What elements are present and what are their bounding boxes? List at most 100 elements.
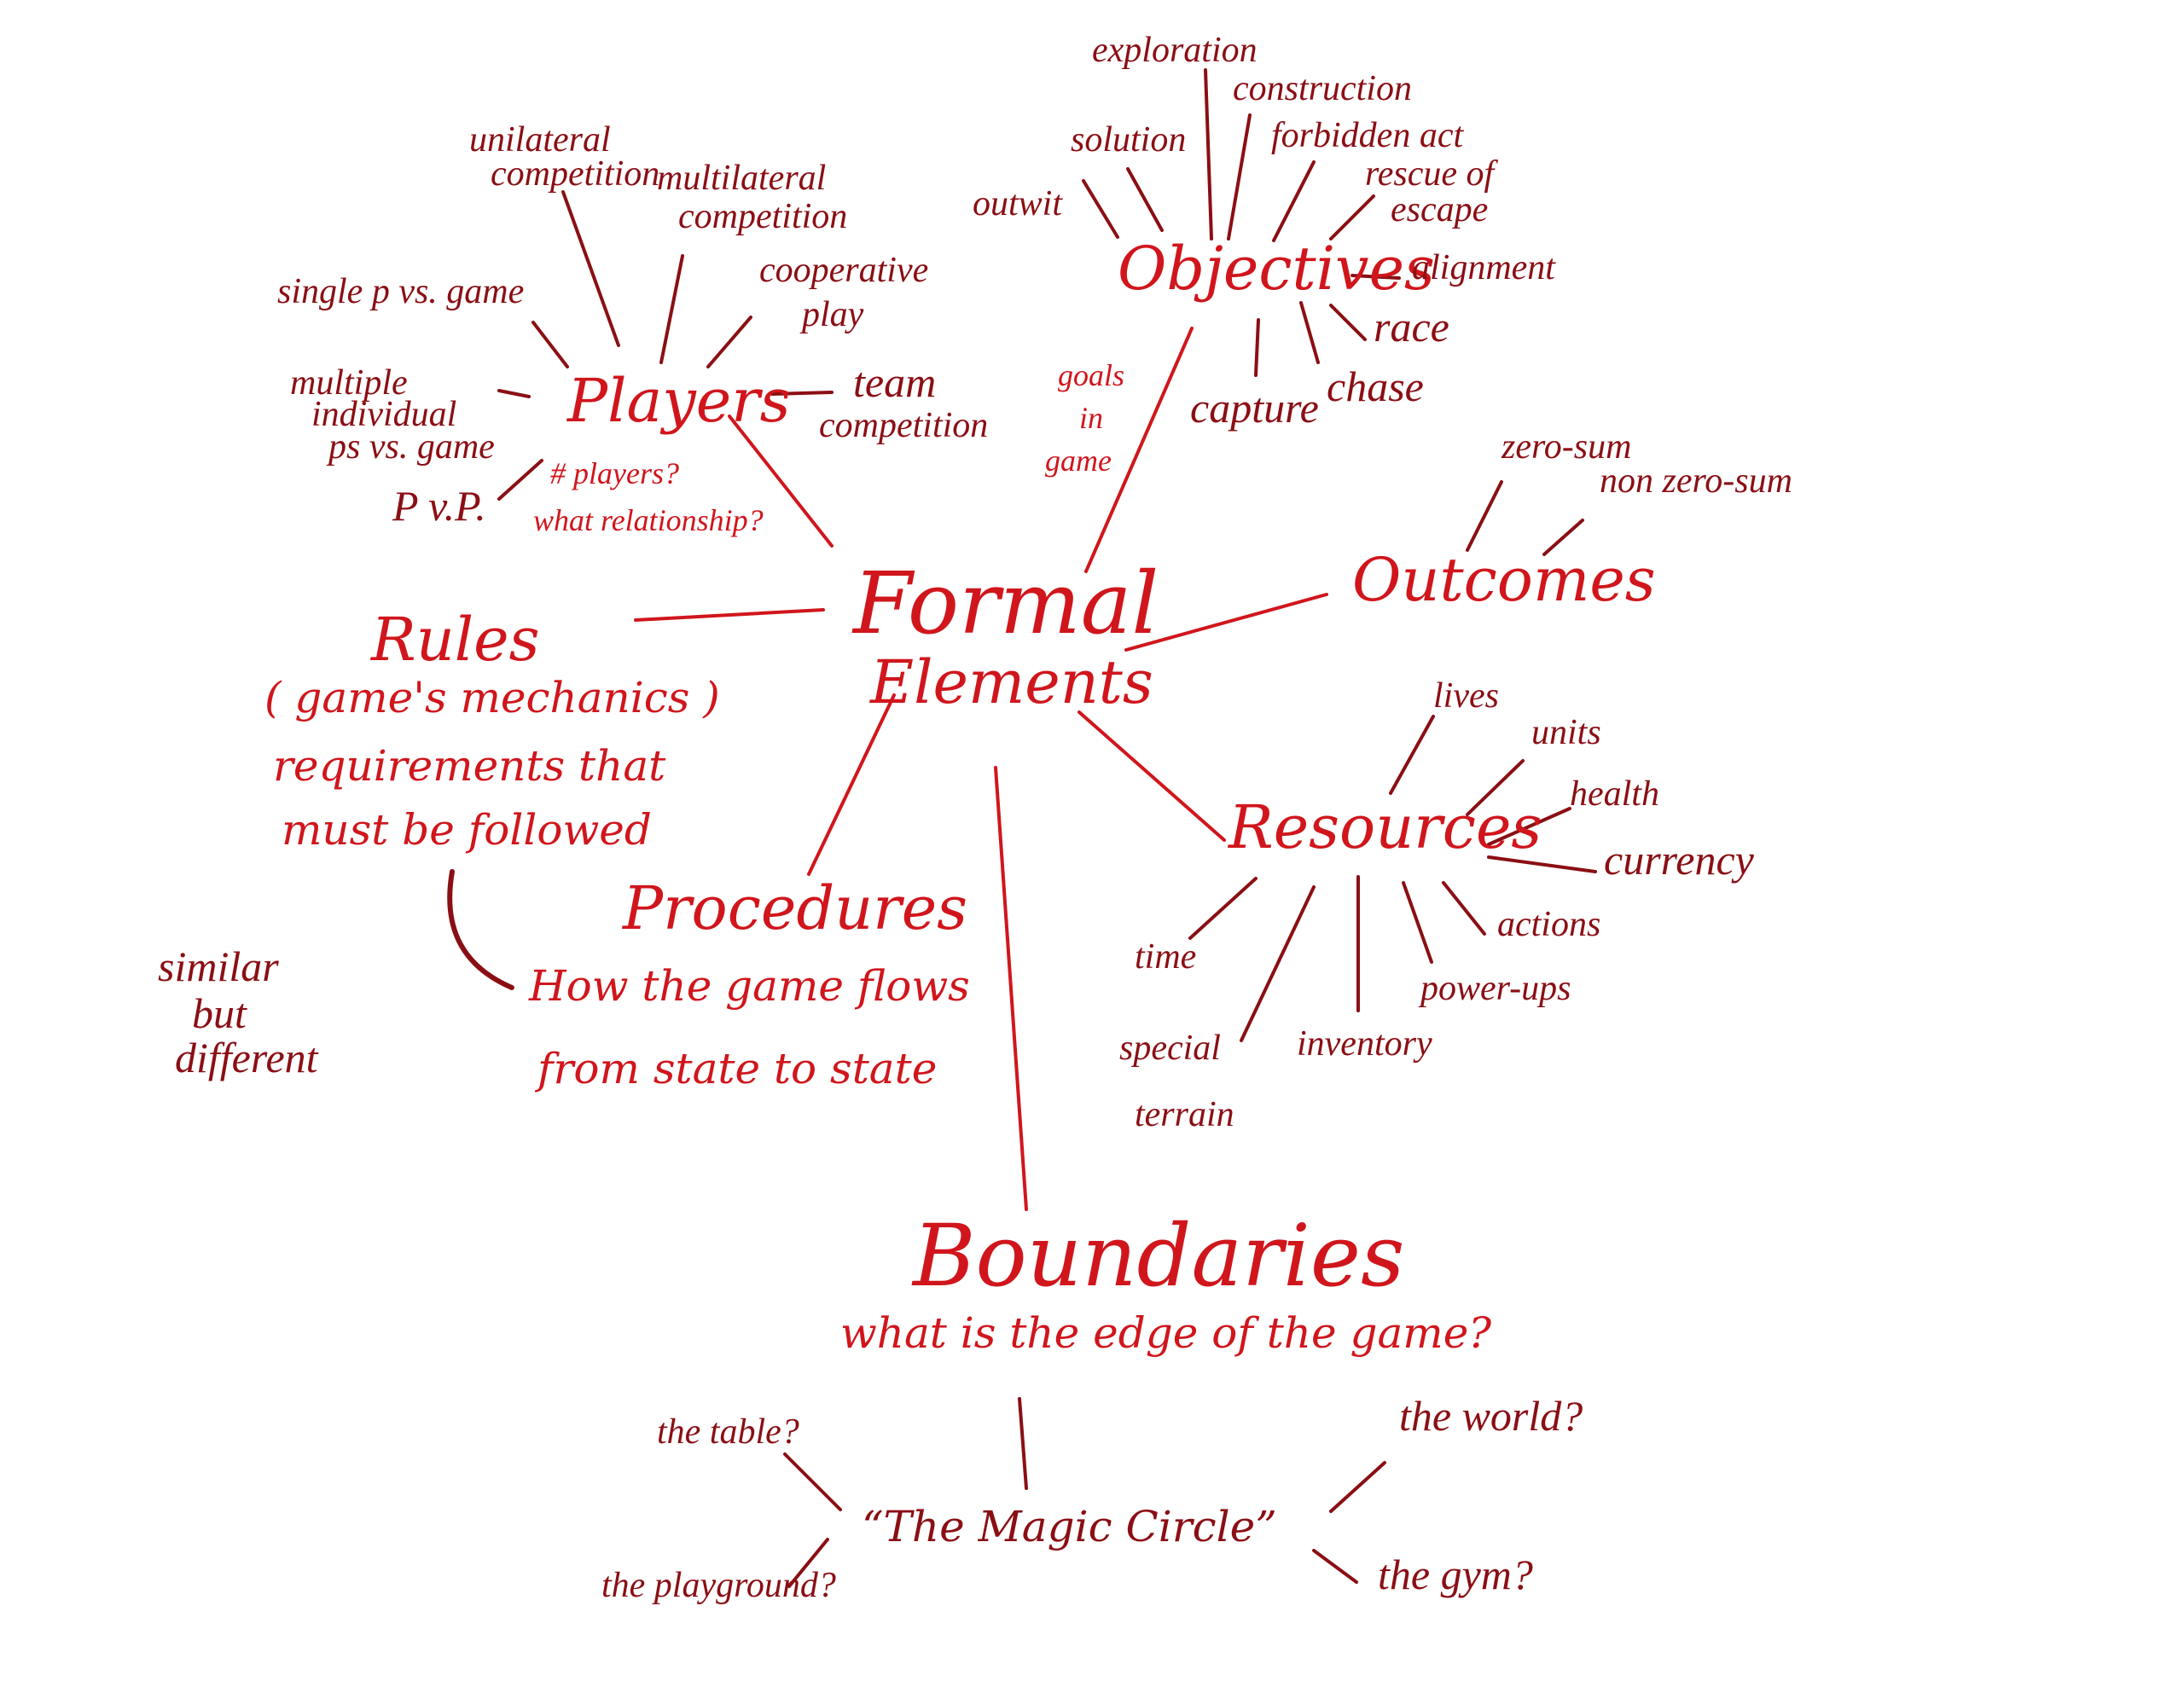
link-multiple xyxy=(497,389,531,398)
link-forbidden xyxy=(1272,160,1316,242)
link-magic xyxy=(1018,1397,1028,1490)
players-multiple-line2: individual xyxy=(311,395,457,434)
link-world xyxy=(1329,1461,1386,1513)
objectives-rescue-line1: rescue of xyxy=(1365,154,1495,194)
objectives-capture: capture xyxy=(1190,384,1319,432)
rules-definition-line1: requirements that xyxy=(273,741,666,791)
link-center-procedures xyxy=(807,693,896,876)
link-outwit xyxy=(1082,179,1119,239)
link-single xyxy=(531,321,569,368)
objectives-outwit: outwit xyxy=(973,184,1063,223)
link-center-outcomes xyxy=(1124,593,1328,652)
link-special xyxy=(1240,885,1316,1042)
link-gym xyxy=(1312,1549,1358,1584)
players-multilateral-line1: multilateral xyxy=(657,159,827,198)
objectives-rescue-line2: escape xyxy=(1391,190,1489,229)
resources-time: time xyxy=(1135,937,1197,977)
link-time xyxy=(1188,877,1258,940)
link-unilateral xyxy=(561,190,620,347)
boundaries-world: the world? xyxy=(1399,1392,1583,1440)
rules-definition-line2: must be followed xyxy=(282,805,652,855)
players-team-line1: team xyxy=(853,358,937,406)
boundaries-question: what is the edge of the game? xyxy=(840,1308,1492,1358)
outcomes-zero-sum: zero-sum xyxy=(1502,427,1632,467)
objectives-goals-line3: game xyxy=(1045,443,1112,478)
link-pvp xyxy=(497,459,543,501)
link-center-rules xyxy=(634,608,825,622)
resources-special-line2: terrain xyxy=(1135,1095,1234,1134)
procedures-title: Procedures xyxy=(623,873,968,943)
objectives-race: race xyxy=(1374,303,1449,351)
objectives-alignment: alignment xyxy=(1412,248,1555,287)
boundaries-playground: the playground? xyxy=(601,1566,836,1605)
link-capture xyxy=(1254,318,1260,377)
link-alignment xyxy=(1350,274,1401,280)
boundaries-gym: the gym? xyxy=(1378,1551,1533,1598)
outcomes-title: Outcomes xyxy=(1352,545,1656,615)
players-multiple-line3: ps vs. game xyxy=(328,427,495,467)
players-cooperative-line2: play xyxy=(802,295,864,334)
resources-actions: actions xyxy=(1497,905,1601,944)
link-center-boundaries xyxy=(994,766,1028,1211)
link-powerups xyxy=(1402,881,1433,964)
link-multilateral xyxy=(659,254,684,364)
boundaries-table: the table? xyxy=(657,1412,799,1452)
link-actions xyxy=(1442,881,1486,936)
link-table xyxy=(783,1452,842,1511)
players-note-relationship: what relationship? xyxy=(533,503,764,537)
rules-note-line2: but xyxy=(192,989,247,1037)
branch-connectors xyxy=(447,68,1597,1588)
link-nonzero xyxy=(1542,519,1584,556)
procedures-definition-line2: from state to state xyxy=(537,1044,938,1093)
link-center-objectives xyxy=(1084,327,1194,573)
objectives-goals-line1: goals xyxy=(1058,358,1125,392)
rules-note-line1: similar xyxy=(158,942,279,990)
rules-subtitle: ( game's mechanics ) xyxy=(264,673,720,722)
resources-health: health xyxy=(1570,774,1659,814)
procedures-definition-line1: How the game flows xyxy=(529,961,970,1011)
outcomes-non-zero-sum: non zero-sum xyxy=(1600,461,1792,501)
players-cooperative-line1: cooperative xyxy=(759,251,929,290)
resources-power-ups: power-ups xyxy=(1420,969,1571,1008)
link-center-players xyxy=(728,415,834,548)
resources-special-line1: special xyxy=(1119,1029,1221,1068)
resources-currency: currency xyxy=(1604,836,1754,884)
link-center-resources xyxy=(1077,710,1226,842)
link-health xyxy=(1487,807,1571,846)
boundaries-magic-circle: “The Magic Circle” xyxy=(862,1502,1277,1551)
players-pvp: P v.P. xyxy=(392,482,486,530)
objectives-forbidden: forbidden act xyxy=(1271,116,1464,155)
players-multilateral-line2: competition xyxy=(678,197,848,236)
objectives-chase: chase xyxy=(1327,362,1424,410)
players-single: single p vs. game xyxy=(277,272,525,311)
players-note-count: # players? xyxy=(550,456,679,490)
rules-note-line3: different xyxy=(175,1034,318,1081)
link-playground xyxy=(787,1538,829,1588)
players-team-line2: competition xyxy=(819,406,989,445)
link-rescue xyxy=(1329,194,1375,241)
players-unilateral-line1: unilateral xyxy=(469,120,611,159)
resources-units: units xyxy=(1531,713,1601,752)
link-team xyxy=(770,391,834,396)
objectives-construction: construction xyxy=(1233,69,1412,108)
center-title-line2: Elements xyxy=(870,647,1153,717)
players-title: Players xyxy=(567,366,791,436)
objectives-solution: solution xyxy=(1071,120,1187,159)
link-zero xyxy=(1466,480,1503,552)
players-unilateral-line2: competition xyxy=(491,154,660,194)
link-chase xyxy=(1299,301,1320,364)
link-construction xyxy=(1227,113,1252,241)
objectives-goals-line2: in xyxy=(1079,401,1104,435)
link-solution xyxy=(1126,167,1164,232)
link-units xyxy=(1466,759,1525,816)
center-connectors xyxy=(634,327,1328,1211)
objectives-title: Objectives xyxy=(1118,234,1435,304)
link-exploration xyxy=(1204,68,1213,241)
link-lives xyxy=(1389,715,1435,795)
resources-title: Resources xyxy=(1228,792,1542,862)
objectives-exploration: exploration xyxy=(1092,31,1258,70)
boundaries-title: Boundaries xyxy=(913,1206,1405,1306)
resources-inventory: inventory xyxy=(1297,1024,1432,1064)
link-currency xyxy=(1487,855,1597,873)
